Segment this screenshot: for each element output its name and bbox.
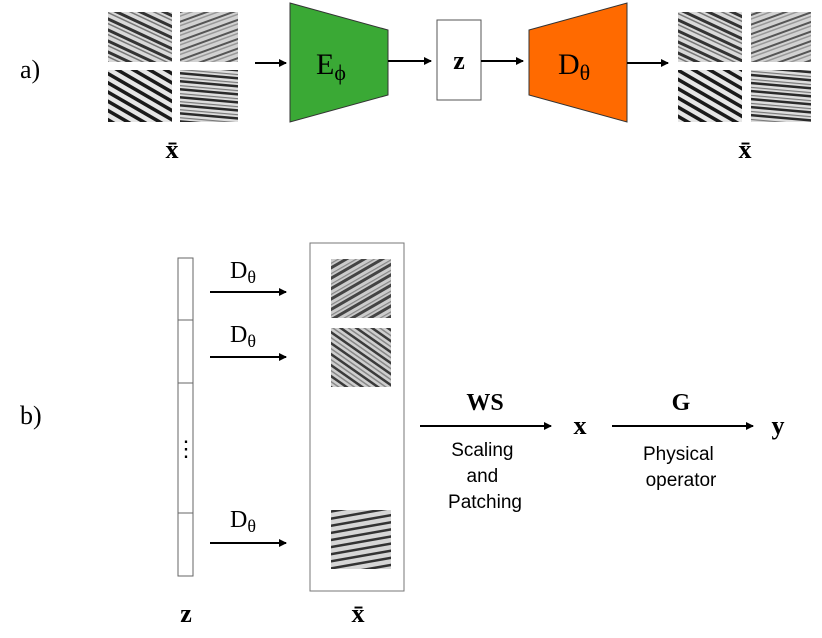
panel-a-label: a): [20, 55, 40, 84]
input-patch-image: [108, 70, 172, 122]
patch-image-3: [331, 510, 391, 569]
ws-caption-line: and: [467, 466, 499, 487]
g-caption: Physical operator: [643, 444, 719, 491]
decoder-arrow-label: Dθ: [230, 322, 256, 351]
input-patch-image: [180, 70, 238, 122]
output-patch-image: [751, 12, 811, 62]
patch-image-2: [331, 328, 391, 387]
output-patch-image: [751, 70, 811, 122]
y-label: y: [772, 411, 785, 440]
input-xbar-label: x̄: [166, 135, 179, 164]
panel-b-label: b): [20, 401, 42, 430]
x-label: x: [574, 411, 587, 440]
encoder-label: Eϕ: [316, 48, 346, 85]
output-patch-image: [678, 12, 742, 62]
decoder-arrow-2: Dθ: [210, 322, 287, 361]
decoder-arrow-label: Dθ: [230, 258, 256, 287]
latent-z-column-label: z: [180, 599, 192, 628]
g-label: G: [672, 390, 691, 416]
latent-z-label: z: [453, 46, 465, 75]
decoder-arrow-label: Dθ: [230, 507, 256, 536]
latent-ellipsis: ⋮: [175, 436, 197, 461]
input-patch-image: [180, 12, 238, 62]
g-caption-line: Physical: [643, 444, 714, 465]
input-patch-image: [108, 12, 172, 62]
latent-vector-column: [177, 257, 194, 577]
decoder-label: Dθ: [558, 48, 590, 85]
decoder-block: [528, 2, 628, 123]
ws-caption-line: Scaling: [451, 440, 513, 461]
input-patch-grid: [108, 12, 238, 122]
patch-image-1: [331, 259, 391, 318]
output-patch-grid: [678, 12, 811, 122]
output-patch-image: [678, 70, 742, 122]
ws-caption: Scaling and Patching: [448, 440, 522, 513]
encoder-block: [289, 2, 389, 123]
decoder-arrow-1: Dθ: [210, 258, 287, 296]
decoder-arrow-3: Dθ: [210, 507, 287, 547]
ws-label: WS: [466, 390, 503, 416]
output-xbar-label: x̄: [739, 135, 752, 164]
patches-xbar-label: x̄: [352, 599, 365, 628]
ws-caption-line: Patching: [448, 492, 522, 513]
g-caption-line: operator: [646, 470, 717, 491]
